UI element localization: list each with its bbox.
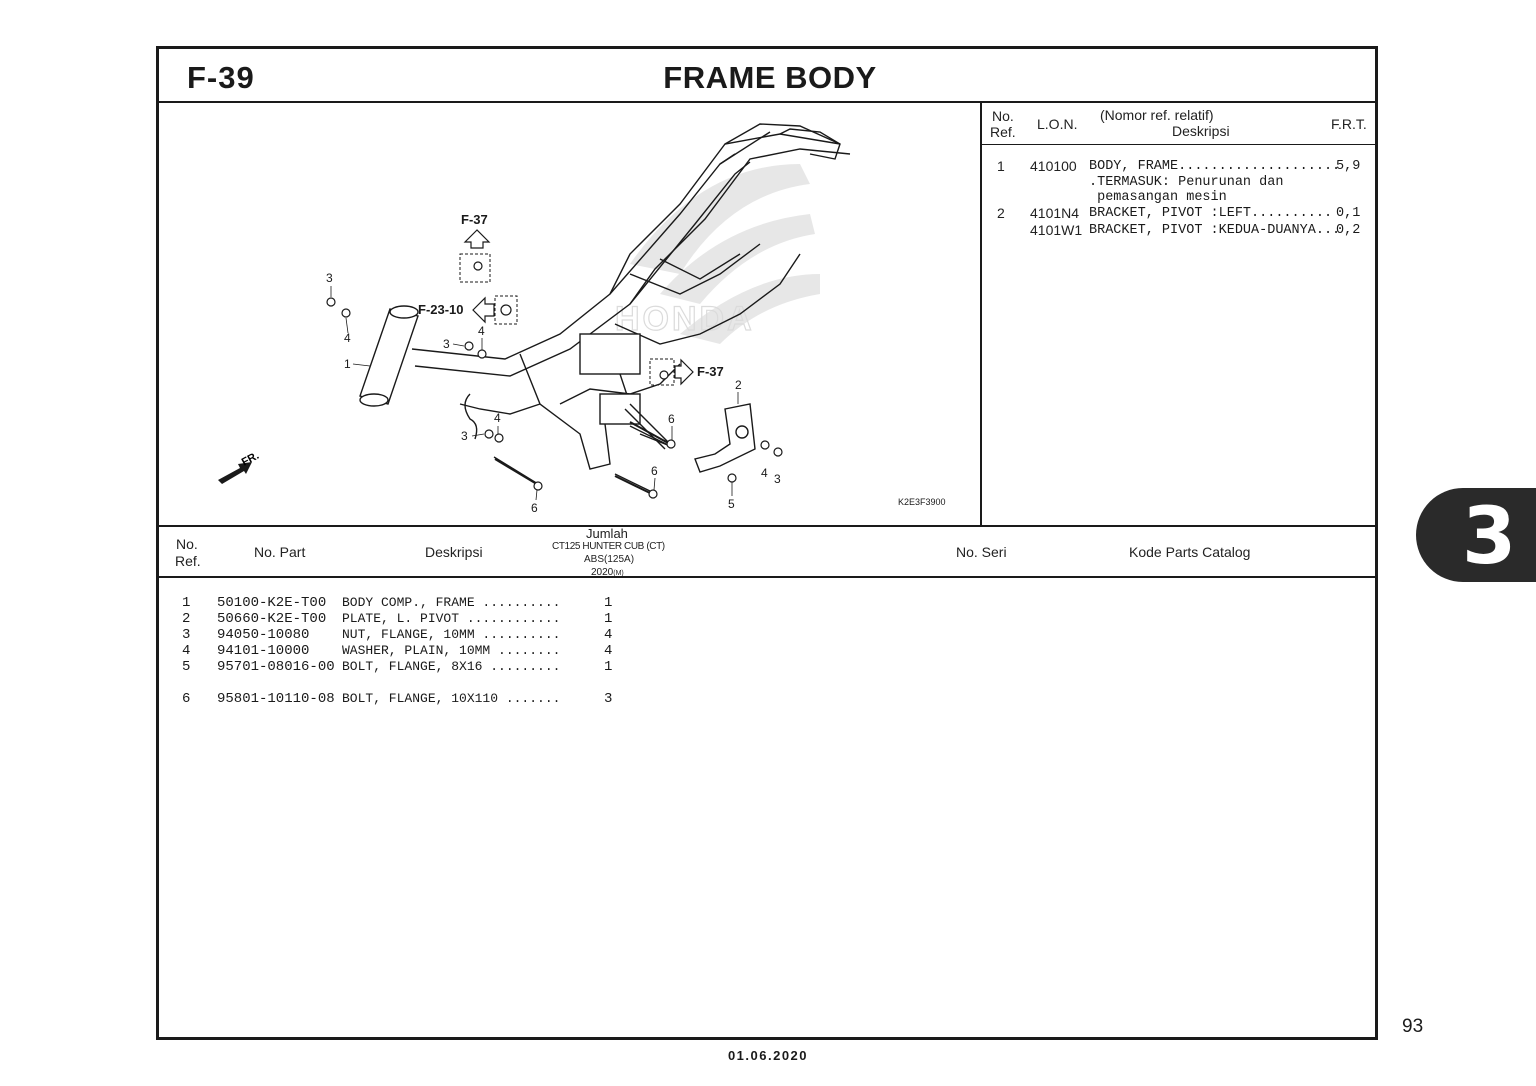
- row-part-no: 95701-08016-00: [217, 659, 335, 675]
- frt-header-desc1: (Nomor ref. relatif): [1100, 107, 1214, 123]
- diagram-divider: [980, 101, 982, 526]
- row-qty: 1: [604, 595, 613, 611]
- ref-f37-top: F-37: [461, 212, 488, 227]
- frt-value: 0,2: [1336, 223, 1361, 238]
- frt-lon: 4101W1: [1030, 222, 1083, 238]
- frt-header-divider: [982, 144, 1378, 145]
- row-desc: BOLT, FLANGE, 8X16 .........: [342, 659, 561, 674]
- parts-header-no-seri: No. Seri: [956, 544, 1007, 560]
- frt-desc: BODY, FRAME....................: [1089, 159, 1341, 174]
- row-part-no: 50100-K2E-T00: [217, 595, 327, 611]
- frt-desc: BRACKET, PIVOT :KEDUA-DUANYA...: [1089, 223, 1341, 238]
- callout-number: 4: [344, 331, 351, 345]
- arrow-left-icon: [472, 296, 495, 324]
- frt-lon: 410100: [1030, 158, 1077, 174]
- row-desc: BODY COMP., FRAME ..........: [342, 595, 561, 610]
- title-divider: [156, 101, 1378, 103]
- callout-number: 3: [461, 429, 468, 443]
- row-part-no: 95801-10110-08: [217, 691, 335, 707]
- frt-desc: BRACKET, PIVOT :LEFT..........: [1089, 206, 1333, 221]
- figure-code: K2E3F3900: [898, 497, 946, 507]
- row-desc: WASHER, PLAIN, 10MM ........: [342, 643, 561, 658]
- parts-header-ref: Ref.: [175, 553, 201, 569]
- callout-number: 3: [774, 472, 781, 486]
- row-qty: 1: [604, 659, 613, 675]
- row-ref: 3: [182, 627, 191, 643]
- frt-value: 5,9: [1336, 159, 1361, 174]
- callout-number: 6: [668, 412, 675, 426]
- row-desc: BOLT, FLANGE, 10X110 .......: [342, 691, 561, 706]
- arrow-up-icon: [463, 229, 491, 249]
- fr-label: FR.: [240, 450, 261, 469]
- frame-body-drawing: [359, 123, 851, 495]
- frt-ref: 2: [997, 205, 1005, 221]
- ref-f23-10: F-23-10: [418, 302, 464, 317]
- frt-header-ref: Ref.: [990, 124, 1016, 140]
- frt-desc: .TERMASUK: Penurunan dan: [1089, 175, 1284, 190]
- callout-number: 4: [761, 466, 768, 480]
- parts-header-no-part: No. Part: [254, 544, 306, 560]
- row-ref: 4: [182, 643, 191, 659]
- section-code: F-39: [187, 60, 255, 95]
- ref-f37-mid: F-37: [697, 364, 724, 379]
- row-ref: 6: [182, 691, 191, 707]
- row-qty: 4: [604, 643, 613, 659]
- callout-number: 5: [728, 497, 735, 511]
- page-title: FRAME BODY: [663, 60, 877, 95]
- reference-arrows: [463, 229, 694, 386]
- parts-header-top: [156, 525, 1378, 527]
- frame-diagram: HONDA: [218, 123, 946, 515]
- parts-header-bottom: [156, 576, 1378, 578]
- front-arrow-icon: FR.: [218, 450, 261, 484]
- reference-boxes: [459, 253, 675, 386]
- parts-header-model-2: ABS(125A): [584, 554, 635, 565]
- page-number: 93: [1402, 1016, 1424, 1037]
- callout-number: 3: [326, 271, 333, 285]
- row-desc: PLATE, L. PIVOT ............: [342, 611, 561, 626]
- parts-header-kode: Kode Parts Catalog: [1129, 544, 1251, 560]
- callout-number: 1: [344, 357, 351, 371]
- section-tab-number: 3: [1462, 492, 1517, 582]
- frt-header-no: No.: [992, 108, 1014, 124]
- frt-value: 0,1: [1336, 206, 1361, 221]
- row-qty: 4: [604, 627, 613, 643]
- parts-header-model-1: CT125 HUNTER CUB (CT): [552, 541, 665, 552]
- arrow-right-icon: [674, 358, 694, 386]
- page-frame: [156, 46, 1378, 1040]
- leader-lines: [330, 286, 739, 501]
- parts-header-jumlah: Jumlah: [586, 526, 628, 541]
- hardware-symbols: [326, 261, 783, 499]
- frt-header-desc2: Deskripsi: [1172, 123, 1230, 139]
- row-desc: NUT, FLANGE, 10MM ..........: [342, 627, 561, 642]
- model-year: 2020: [591, 567, 614, 578]
- row-ref: 2: [182, 611, 191, 627]
- brand-watermark: HONDA: [615, 300, 755, 338]
- row-ref: 5: [182, 659, 191, 675]
- callout-number: 4: [494, 411, 501, 425]
- parts-header-deskripsi: Deskripsi: [425, 544, 483, 560]
- callout-number: 6: [651, 464, 658, 478]
- frt-ref: 1: [997, 158, 1005, 174]
- callout-number: 6: [531, 501, 538, 515]
- print-date: 01.06.2020: [727, 1048, 809, 1063]
- row-qty: 3: [604, 691, 613, 707]
- frt-lon: 4101N4: [1030, 205, 1080, 221]
- parts-header-model-year: 2020(M): [591, 567, 624, 578]
- model-year-suffix: (M): [613, 570, 624, 577]
- row-part-no: 94101-10000: [217, 643, 310, 659]
- callout-number: 4: [478, 324, 485, 338]
- row-part-no: 50660-K2E-T00: [217, 611, 327, 627]
- callout-number: 3: [443, 337, 450, 351]
- frt-desc: pemasangan mesin: [1089, 190, 1227, 205]
- callout-number: 2: [735, 378, 742, 392]
- frt-header-lon: L.O.N.: [1037, 116, 1078, 132]
- parts-header-no: No.: [176, 536, 198, 552]
- row-part-no: 94050-10080: [217, 627, 310, 643]
- frt-header-frt: F.R.T.: [1331, 116, 1367, 132]
- row-ref: 1: [182, 595, 191, 611]
- row-qty: 1: [604, 611, 613, 627]
- section-tab: 3: [1416, 488, 1536, 582]
